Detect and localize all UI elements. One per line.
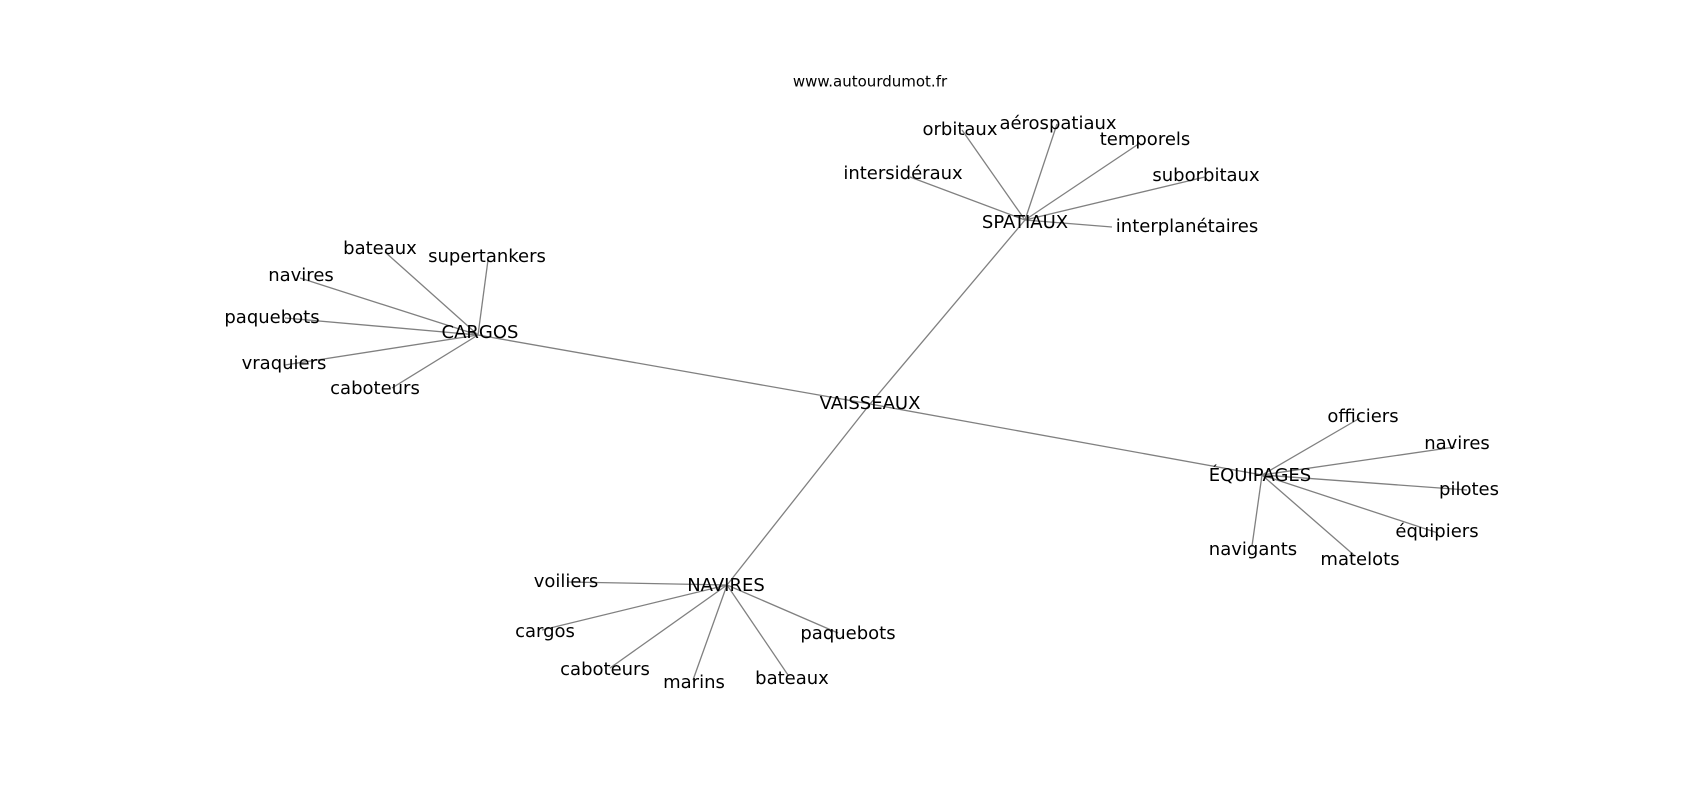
edge-equipages-eq3 <box>1261 474 1468 491</box>
leaf-node-label: navigants <box>1209 539 1297 560</box>
edge-equipages-eq4 <box>1261 474 1439 534</box>
leaf-node-label: voiliers <box>534 571 599 592</box>
edge-equipages-eq2 <box>1261 446 1456 476</box>
edges <box>284 123 1468 681</box>
leaf-node-label: équipiers <box>1395 521 1478 542</box>
edge-center-navires <box>726 403 871 586</box>
leaf-node-label: supertankers <box>428 246 546 267</box>
edge-spatiaux-sp5 <box>1024 176 1206 221</box>
edge-navires-na2 <box>541 584 728 631</box>
edge-navires-na1 <box>567 581 728 586</box>
leaf-node-label: caboteurs <box>560 659 650 680</box>
edge-spatiaux-sp6 <box>1024 219 1113 228</box>
leaf-node-label: orbitaux <box>923 119 998 140</box>
leaf-node-label: caboteurs <box>330 378 420 399</box>
leaf-node-label: cargos <box>515 621 575 642</box>
leaf-node-label: paquebots <box>224 307 319 328</box>
edge-center-spatiaux <box>869 219 1026 405</box>
cluster-node-label-spatiaux: SPATIAUX <box>982 212 1068 233</box>
edge-equipages-eq5 <box>1251 474 1263 547</box>
cluster-node-label-cargos: CARGOS <box>442 322 519 343</box>
leaf-node-label: suborbitaux <box>1152 165 1260 186</box>
edge-navires-na5 <box>726 584 789 676</box>
leaf-node-label: officiers <box>1327 406 1398 427</box>
edge-spatiaux-sp1 <box>961 129 1026 221</box>
leaf-node-label: navires <box>1424 433 1490 454</box>
leaf-node-label: temporels <box>1100 129 1191 150</box>
edge-cargos-ca3 <box>299 277 479 336</box>
cluster-node-label-equipages: ÉQUIPAGES <box>1209 464 1311 486</box>
leaf-node-label: aérospatiaux <box>999 113 1116 134</box>
edge-spatiaux-sp2 <box>1024 123 1058 221</box>
source-label: www.autourdumot.fr <box>793 73 948 91</box>
edge-center-equipages <box>869 403 1263 476</box>
edge-navires-na6 <box>726 584 839 634</box>
leaf-node-label: vraquiers <box>242 353 327 374</box>
leaf-node-label: marins <box>663 672 725 693</box>
center-node-label: VAISSEAUX <box>820 393 921 414</box>
leaf-node-label: navires <box>268 265 334 286</box>
edge-spatiaux-sp3 <box>1024 142 1141 221</box>
edge-cargos-ca4 <box>284 317 479 336</box>
leaf-node-label: pilotes <box>1439 479 1499 500</box>
cluster-node-label-navires: NAVIRES <box>687 575 765 596</box>
leaf-node-label: bateaux <box>343 238 417 259</box>
leaf-node-label: paquebots <box>800 623 895 644</box>
edge-cargos-ca6 <box>391 334 479 389</box>
edge-navires-na4 <box>692 584 728 681</box>
edge-cargos-ca5 <box>284 334 479 366</box>
leaf-node-label: interplanétaires <box>1116 216 1258 237</box>
edge-navires-na3 <box>609 584 728 669</box>
edge-center-cargos <box>477 334 871 405</box>
leaf-node-label: bateaux <box>755 668 829 689</box>
edge-spatiaux-sp4 <box>909 176 1026 221</box>
edge-cargos-ca1 <box>384 251 479 336</box>
edge-cargos-ca2 <box>477 259 489 336</box>
edge-equipages-eq1 <box>1261 417 1361 476</box>
edge-equipages-eq6 <box>1261 474 1356 557</box>
leaf-node-label: matelots <box>1320 549 1399 570</box>
leaf-node-label: intersidéraux <box>843 163 963 184</box>
